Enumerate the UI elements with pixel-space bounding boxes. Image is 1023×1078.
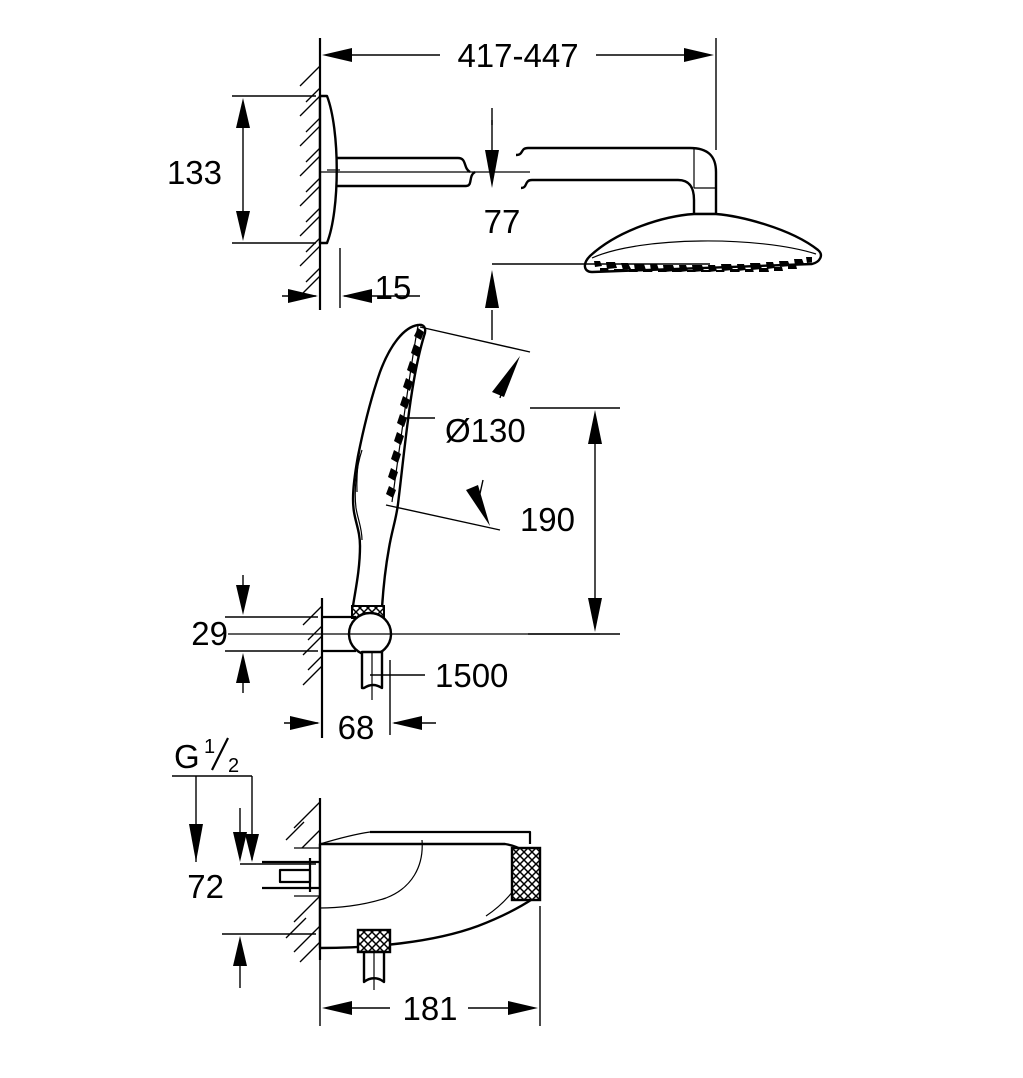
arrow-bottom	[233, 936, 247, 966]
bath-spout-body	[318, 842, 536, 950]
dim-line-upper	[499, 379, 506, 399]
arrow-top	[588, 410, 602, 444]
arrow-lower	[466, 485, 490, 526]
thread-leader-arrow-left	[189, 824, 203, 862]
flange-height-dimension: 133	[167, 95, 316, 244]
hand-shower-diameter-dimension-label: Ø130	[445, 412, 526, 449]
flange-height-dimension-label: 133	[167, 154, 222, 191]
thread-leader-arrow-right	[245, 834, 259, 862]
inlet-stub-inner	[278, 868, 312, 884]
spout-wall-hatching-lower	[285, 895, 321, 963]
hose-length-leader-label: 1500	[435, 657, 508, 694]
thread-size-leader-label-denominator: 2	[228, 755, 239, 777]
arrow-left	[290, 716, 320, 730]
bath-spout-end-knurl	[510, 846, 542, 902]
bath-spout-outlet-knurl	[356, 928, 392, 954]
wall-hatching-top	[299, 65, 321, 297]
holder-projection-dimension-label: 68	[338, 709, 375, 746]
thread-size-leader-label-whole: G	[174, 738, 200, 775]
arrow-right	[684, 48, 714, 62]
bath-spout-view: G 1 2 72 181	[172, 736, 542, 1027]
spout-projection-dimension-label: 181	[402, 990, 457, 1027]
holder-projection-dimension: 68	[284, 660, 436, 746]
thread-fraction-slash	[211, 737, 229, 771]
ext-line-upper	[419, 326, 531, 353]
arrow-right	[342, 289, 372, 303]
arrow-bottom	[236, 211, 250, 241]
arrow-right	[508, 1001, 538, 1015]
hand-shower-face-edge	[391, 325, 419, 503]
head-drop-dimension: 77	[484, 108, 710, 340]
shower-arm-bottom-right	[520, 178, 696, 214]
arrow-top	[485, 150, 499, 188]
spout-inlet-height-dimension: 72	[187, 808, 316, 988]
hand-shower-handle-groove-2	[356, 419, 367, 493]
hand-shower-length-dimension: 190	[520, 407, 620, 635]
shower-arm-top-left	[337, 156, 471, 174]
shower-arm-top-right	[515, 146, 718, 214]
arrow-bottom	[485, 270, 499, 308]
spout-inlet-height-dimension-label: 72	[187, 868, 224, 905]
arrow-top	[233, 832, 247, 862]
head-shower-body	[583, 212, 823, 274]
holder-wall-hatching	[302, 605, 323, 686]
hose-length-leader: 1500	[370, 657, 508, 694]
arrow-top	[236, 585, 250, 615]
arm-reach-dimension: 417-447	[319, 37, 717, 150]
head-shower-side-view: 417-447 133 15 77	[167, 37, 823, 340]
arm-reach-dimension-label: 417-447	[457, 37, 578, 74]
thread-size-leader-label-numerator: 1	[204, 736, 215, 758]
flange-depth-dimension: 15	[282, 248, 420, 308]
arrow-top	[236, 98, 250, 128]
dim-line-lower	[478, 479, 484, 499]
bath-spout-inner-curve-1	[319, 839, 423, 909]
arrow-left	[288, 289, 318, 303]
arrow-right	[392, 716, 422, 730]
arrow-bottom	[588, 598, 602, 632]
shower-arm-bottom-left	[337, 170, 476, 188]
flange-depth-dimension-label: 15	[375, 269, 412, 306]
head-drop-dimension-label: 77	[484, 203, 521, 240]
hand-shower-diameter-dimension: Ø130	[385, 326, 531, 531]
arrow-left	[322, 1001, 352, 1015]
hand-shower-length-dimension-label: 190	[520, 501, 575, 538]
ext-line-lower	[385, 504, 501, 531]
thread-size-leader: G 1 2	[172, 736, 259, 862]
head-shower-rim-line	[591, 240, 817, 259]
inlet-stub-outer	[262, 860, 322, 890]
arrow-left	[322, 48, 352, 62]
arrow-bottom	[236, 653, 250, 683]
holder-height-dimension: 29	[191, 575, 318, 693]
spout-projection-dimension: 181	[319, 906, 541, 1027]
spout-wall-hatching-upper	[285, 801, 321, 849]
arrow-upper	[492, 356, 520, 397]
bath-spout-top-ledge-blend	[319, 831, 371, 845]
hand-shower-view: Ø130 190 29 68	[191, 323, 620, 746]
bath-spout-top-ledge	[370, 830, 532, 844]
holder-height-dimension-label: 29	[191, 615, 228, 652]
